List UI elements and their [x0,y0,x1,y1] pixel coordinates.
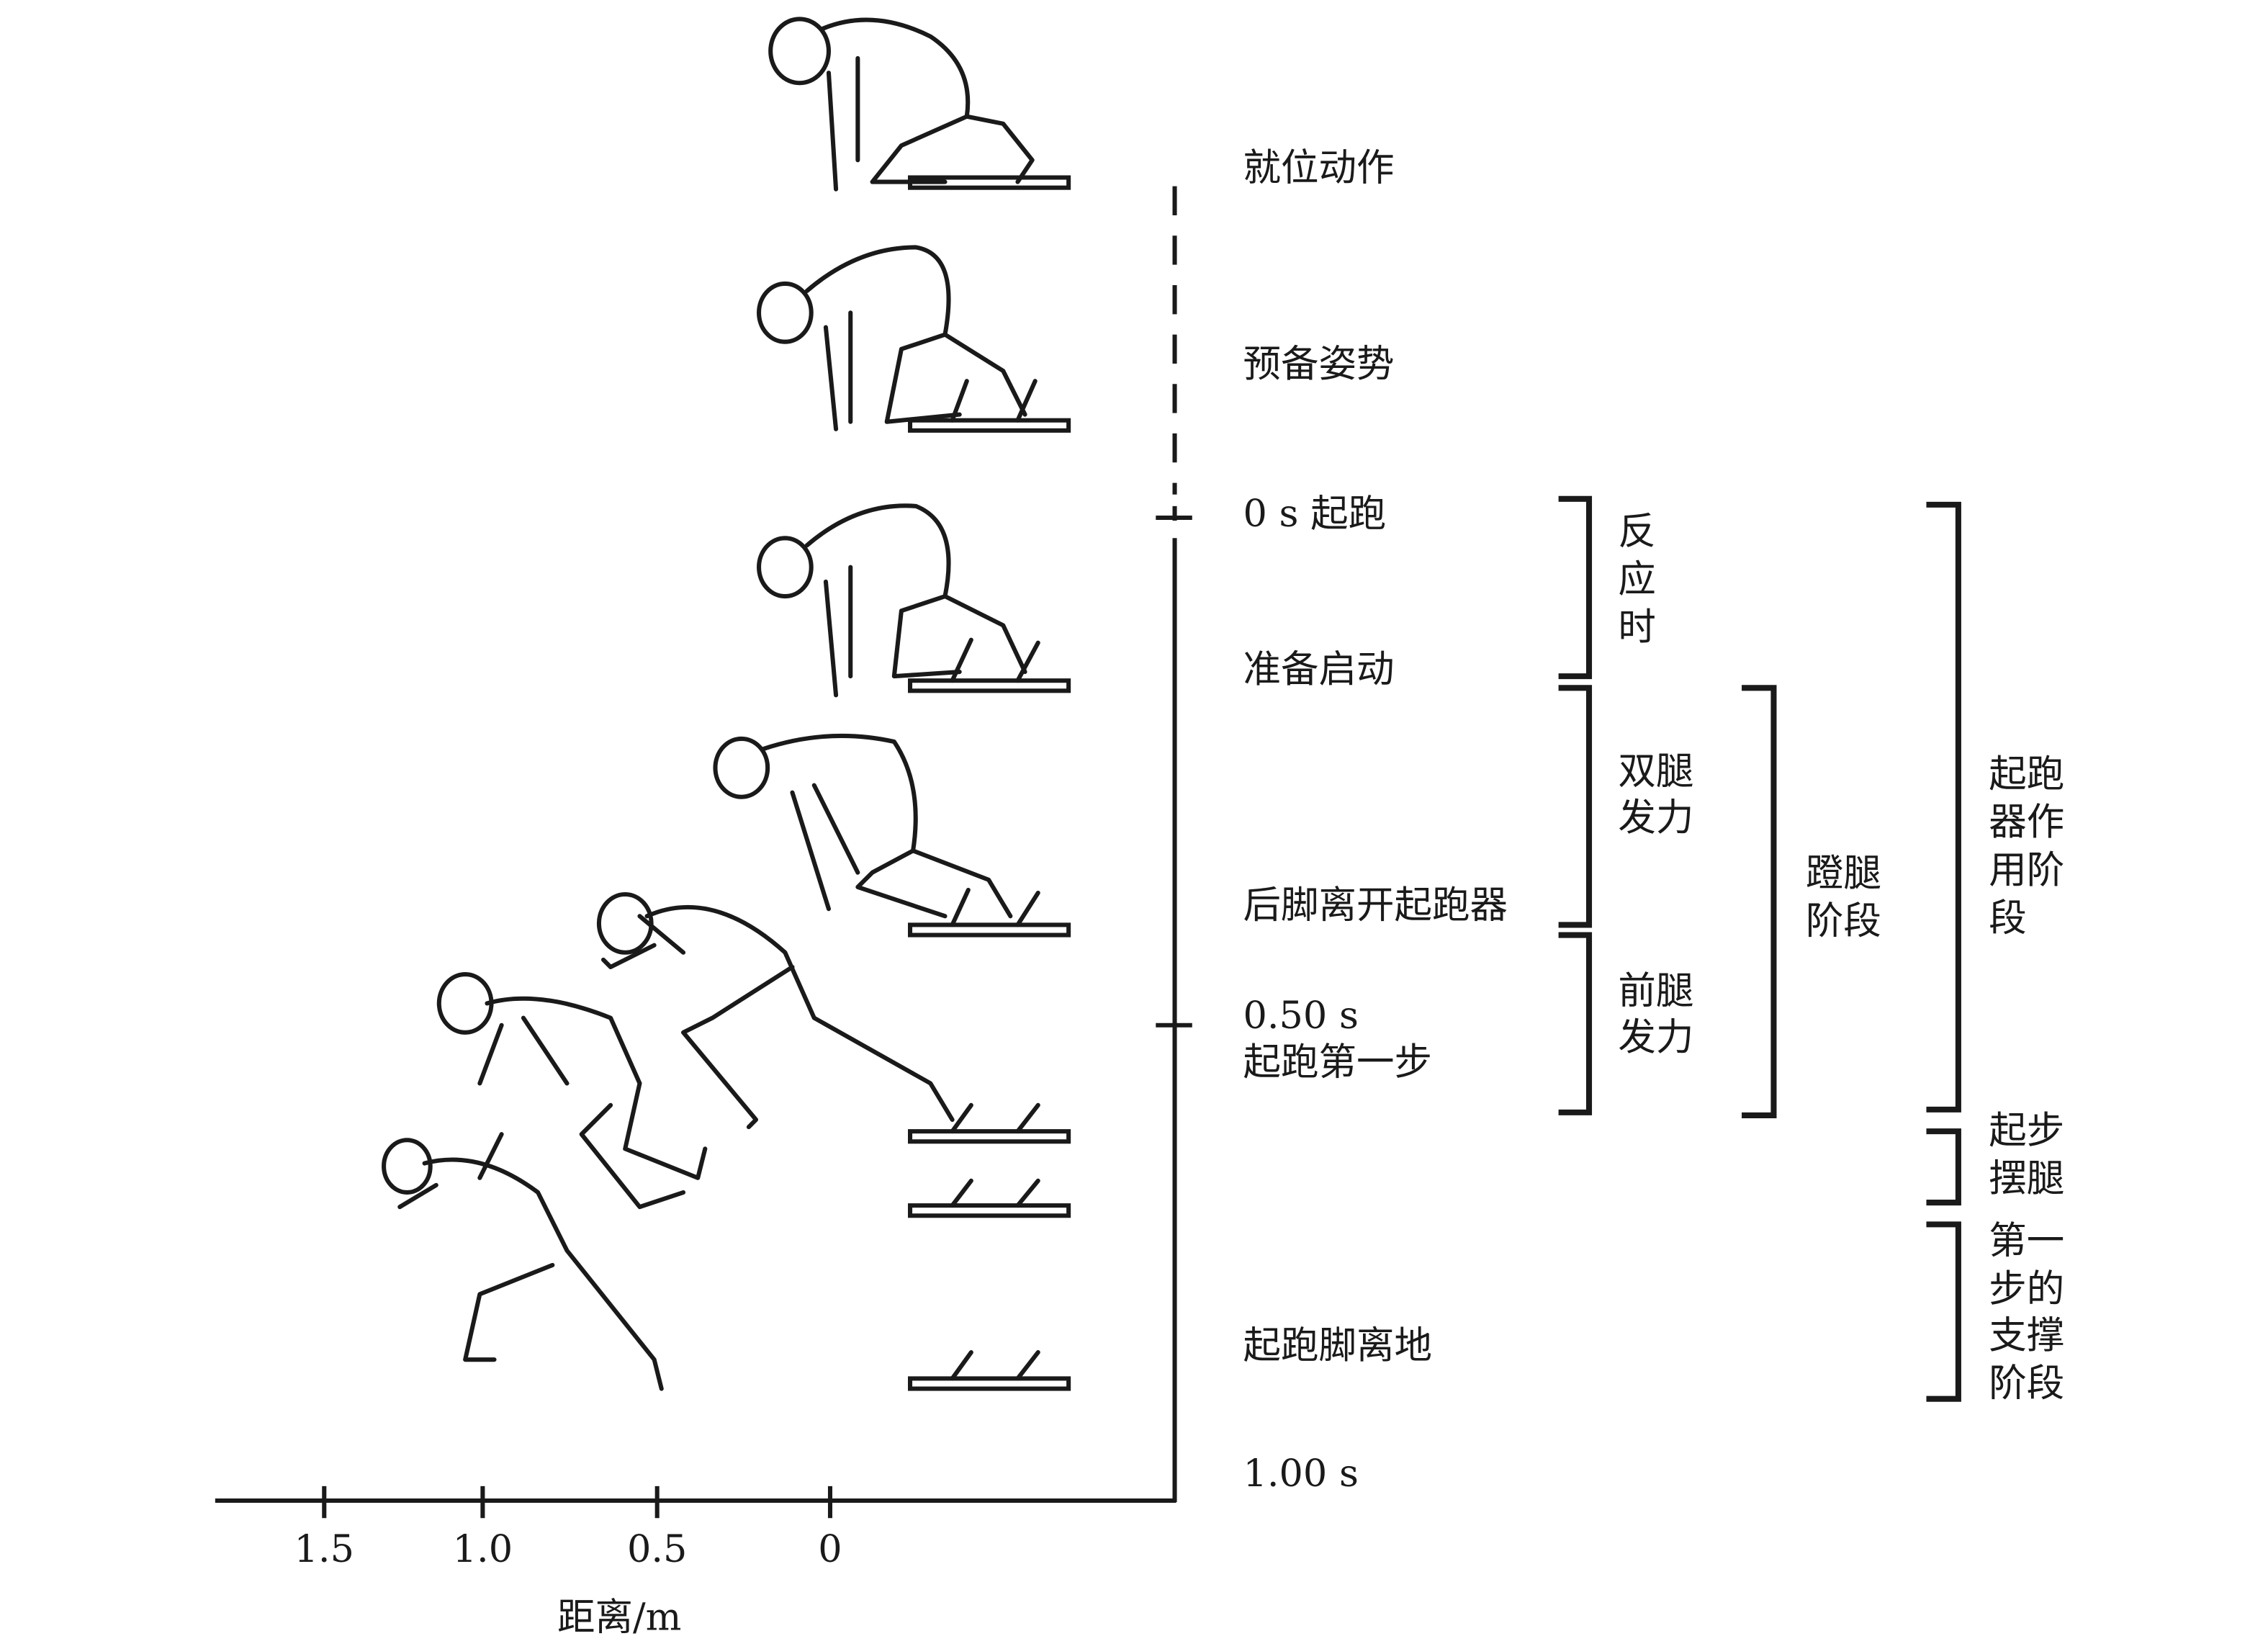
distance-tick-label: 1.0 [453,1527,513,1571]
block-pedals [950,1178,1040,1208]
bracket-block-phase [1926,501,1961,1113]
label-half-time: 0.50 s [1243,994,1359,1038]
bracket-support-phase [1926,1221,1961,1402]
front-leg-force-label: 前腿 [1618,968,1693,1012]
starting-block [908,1376,1071,1391]
starting-block [908,678,1071,693]
block-phase-label: 起跑 [1989,752,2064,796]
runner-rear-foot-leaves [713,733,1013,919]
starting-block [908,922,1071,938]
runner-first-step [596,891,955,1130]
bracket-front-leg-force [1558,932,1593,1115]
block-phase-label: 器作 [1989,800,2064,844]
runner-start-foot-off [382,1132,664,1391]
distance-tick-label: 1.5 [294,1527,355,1571]
stage-labels: 就位动作 预备姿势 0 s 起跑 准备启动 后脚离开起跑器 0.50 s 起跑第… [1243,146,1508,1496]
runner-set [757,245,1027,431]
distance-tick-label: 0.5 [627,1527,688,1571]
bracket-reaction-time [1558,495,1593,680]
distance-axis-label: 距离/m [557,1596,681,1636]
bracket-push-phase [1742,685,1777,1118]
reaction-time-label: 应 [1618,557,1656,601]
swing-phase-label: 起步 [1989,1108,2064,1152]
label-start-foot-off: 起跑脚离地 [1243,1323,1432,1367]
runner-figures [382,17,1035,1391]
push-phase-label: 蹬腿 [1806,851,1881,895]
swing-phase-label: 摆腿 [1989,1156,2064,1200]
support-phase-label: 支撑 [1989,1313,2064,1357]
block-pedals [950,1102,1040,1134]
both-legs-force-label: 发力 [1618,796,1693,840]
starting-block [908,418,1071,433]
push-phase-label: 阶段 [1806,899,1881,943]
runner-swing [436,972,708,1210]
reaction-time-label: 时 [1618,606,1656,650]
block-pedals [950,637,1040,683]
starting-block [908,1129,1071,1144]
bracket-both-legs-force [1558,685,1593,928]
block-phase-label: 用阶 [1989,848,2064,892]
label-on-your-marks: 就位动作 [1243,146,1394,190]
runner-prepare-start [757,503,1027,698]
label-prepare-start: 准备启动 [1243,647,1394,691]
label-first-step: 起跑第一步 [1243,1040,1432,1084]
support-phase-label: 第一 [1989,1219,2064,1263]
support-phase-label: 阶段 [1989,1362,2064,1406]
block-pedals [950,887,1040,927]
bracket-swing-phase [1926,1128,1961,1206]
label-end-time: 1.00 s [1243,1452,1359,1496]
runner-on-your-marks [768,17,1035,192]
phase-brackets: 反 应 时 双腿 发力 前腿 发力 蹬腿 阶段 起跑 器作 用阶 段 起步 摆腿… [1558,495,2064,1406]
starting-block [908,1203,1071,1218]
label-set: 预备姿势 [1243,342,1394,386]
distance-axis: 1.5 1.0 0.5 0 距离/m [215,1486,1176,1636]
block-pedals [950,1350,1040,1381]
both-legs-force-label: 双腿 [1618,750,1693,794]
reaction-time-label: 反 [1618,509,1656,553]
label-start-time: 0 s 起跑 [1243,492,1386,536]
distance-tick-label: 0 [818,1527,842,1571]
front-leg-force-label: 发力 [1618,1015,1693,1059]
time-axis [1156,186,1192,1503]
block-phase-label: 段 [1989,896,2027,940]
support-phase-label: 步的 [1989,1267,2064,1311]
label-rear-foot-leaves: 后脚离开起跑器 [1243,883,1508,927]
starting-blocks [908,175,1071,1391]
